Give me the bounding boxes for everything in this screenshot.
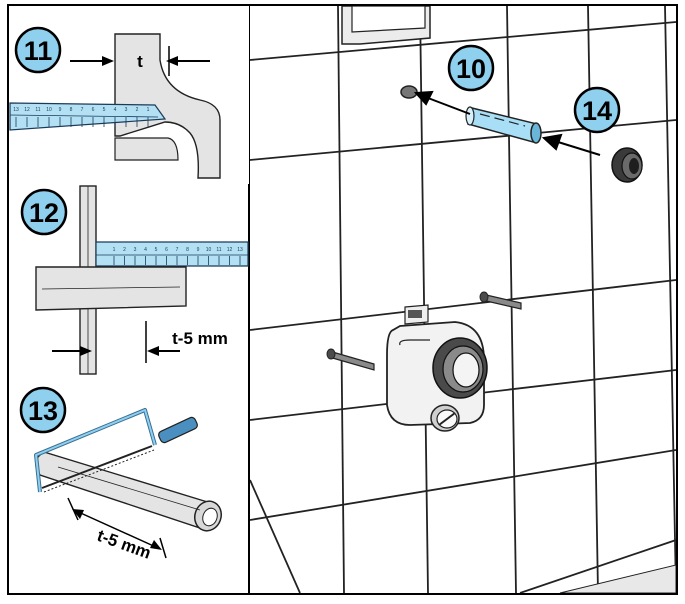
ruler-tick-label: 5: [103, 107, 106, 113]
ruler-tick-label: 10: [46, 107, 52, 113]
ruler-tick-label: 11: [216, 247, 221, 253]
ruler-tick-label: 6: [92, 107, 95, 113]
ruler-tick-label: 12: [24, 107, 30, 113]
assembly-arrows: [413, 90, 601, 156]
svg-text:12: 12: [29, 198, 59, 228]
ruler-tick-label: 3: [125, 107, 128, 113]
svg-text:14: 14: [582, 96, 612, 126]
ruler-tick-label: 11: [35, 107, 40, 113]
rubber-seal: [611, 147, 643, 183]
step-12-panel: 12 t-5 mm: [20, 185, 249, 375]
flush-plate-frame: [341, 6, 431, 45]
wc-connector: [386, 304, 488, 432]
step-badge-13: [19, 386, 67, 434]
ruler-tick-label: 1: [147, 107, 150, 113]
ruler-tick-label: 8: [186, 247, 189, 253]
wall-hole: [400, 85, 418, 99]
ruler-tick-label: 13: [13, 107, 19, 113]
svg-text:10: 10: [456, 54, 486, 84]
thickness-label: t: [137, 52, 143, 71]
ruler-tick-label: 3: [134, 247, 137, 253]
ruler-tick-label: 9: [197, 247, 200, 253]
step-badge-10: 10: [447, 44, 495, 92]
ruler-tick-label: 4: [114, 107, 117, 113]
ruler-tick-label: 6: [165, 247, 168, 253]
ruler-tick-label: 9: [59, 107, 62, 113]
ruler-tick-label: 10: [206, 247, 212, 253]
step-badge-12: [20, 188, 68, 236]
step-badge-11: [14, 26, 62, 74]
flush-pipe: [465, 106, 542, 144]
ruler-tick-label: 5: [155, 247, 158, 253]
hacksaw: [34, 408, 198, 493]
ruler-tick-label: 8: [70, 107, 73, 113]
mounting-bolts: [326, 291, 522, 371]
wall-scene: 10 14: [250, 6, 676, 593]
svg-text:11: 11: [24, 36, 53, 66]
ruler-tick-label: 12: [227, 247, 233, 253]
svg-text:13: 13: [28, 396, 58, 426]
ruler-tick-label: 2: [123, 247, 126, 253]
ruler-tick-label: 7: [176, 247, 179, 253]
step-badge-14: 14: [573, 86, 621, 134]
ruler-12: [95, 241, 249, 267]
step-11-panel: 11 t: [9, 6, 249, 184]
ruler-tick-label: 2: [136, 107, 139, 113]
ruler-tick-label: 1: [113, 247, 116, 253]
step-13-panel: 13 t-5 mm: [19, 386, 222, 563]
cut-length-label-12: t-5 mm: [172, 329, 228, 348]
ruler-tick-label: 7: [81, 107, 84, 113]
ruler-11-ticks: 13 12 11 10 9 8 7 6 5 4 3 2 1: [13, 107, 150, 127]
ruler-tick-label: 4: [144, 247, 147, 253]
ruler-tick-label: 13: [237, 247, 243, 253]
